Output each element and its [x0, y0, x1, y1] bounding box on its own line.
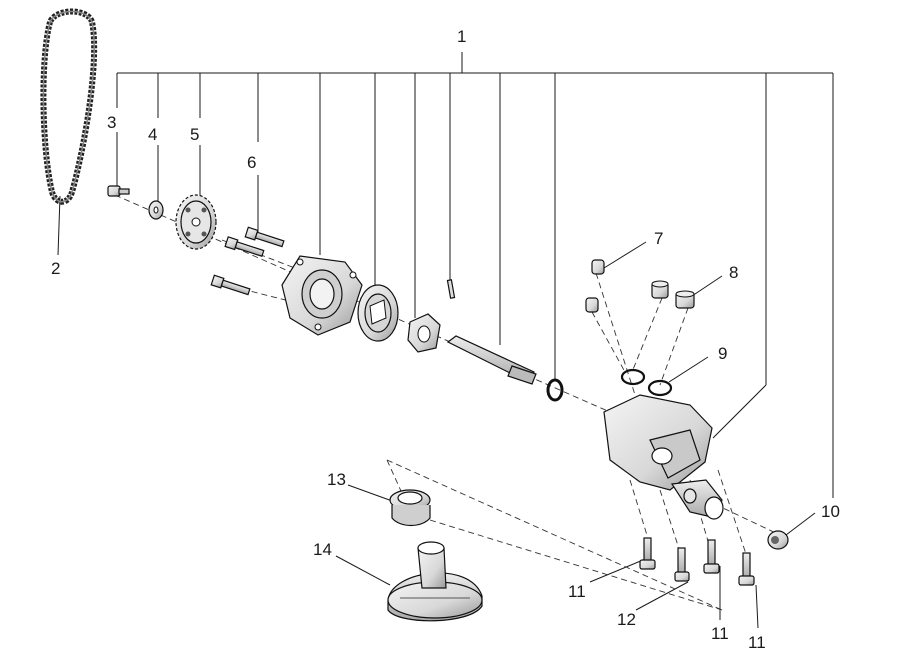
callout-14: 14	[313, 540, 332, 559]
pump-cover-icon	[281, 255, 363, 336]
bushing-icon	[651, 280, 695, 309]
callout-2: 2	[51, 259, 60, 278]
callout-5: 5	[190, 125, 199, 144]
plug-icon	[767, 530, 789, 550]
callout-11-right: 11	[748, 633, 766, 652]
callout-1: 1	[457, 27, 466, 46]
callout-labels: 1 2 3 4 5 6 7 8 9 10 11 12 11 11 13 14	[51, 27, 840, 652]
callout-6: 6	[247, 153, 256, 172]
callout-13: 13	[327, 470, 346, 489]
dowel-pin-icon	[585, 259, 605, 313]
small-bolt-icon	[107, 185, 130, 197]
callout-1-leader	[116, 52, 834, 498]
strainer-icon	[387, 541, 483, 622]
snap-ring-icon	[546, 378, 564, 402]
seal-icon	[389, 489, 431, 527]
callout-11-middle: 11	[711, 624, 729, 643]
bolt-icon	[210, 226, 285, 296]
callout-8: 8	[729, 263, 738, 282]
callout-9: 9	[718, 344, 727, 363]
pin-icon	[446, 279, 456, 299]
part-leaders	[57, 132, 816, 629]
callout-12: 12	[617, 610, 636, 629]
callout-7: 7	[654, 229, 663, 248]
callout-11-left: 11	[568, 582, 586, 601]
callout-4: 4	[148, 125, 157, 144]
sprocket-icon	[175, 194, 217, 250]
o-ring-icon	[620, 368, 673, 397]
callout-10: 10	[821, 502, 840, 521]
callout-3: 3	[107, 113, 116, 132]
washer-icon	[148, 200, 164, 220]
drive-chain-icon	[40, 8, 98, 205]
outer-rotor-icon	[357, 284, 399, 342]
flange-bolt-icon	[639, 537, 755, 586]
pump-body-icon	[603, 394, 724, 520]
inner-rotor-icon	[407, 313, 441, 353]
shaft-icon	[446, 335, 537, 385]
